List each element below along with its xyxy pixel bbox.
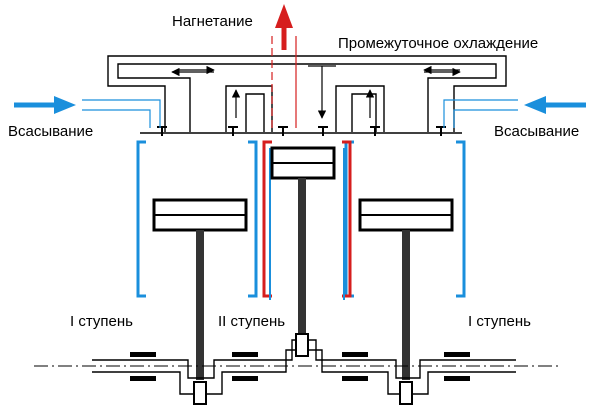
flow-arrows [171, 65, 461, 119]
crank-pins [193, 333, 413, 405]
suction-label-right: Всасывание [494, 123, 580, 140]
piston-center [270, 146, 336, 180]
cylinder-center-walls [262, 140, 352, 300]
discharge-pipe [271, 36, 297, 128]
stage-label-right: I ступень [468, 313, 531, 330]
main-bearings [130, 352, 470, 381]
piston-right [358, 198, 454, 232]
suction-label-left: Всасывание [8, 123, 94, 140]
stage-label-center: II ступень [218, 313, 286, 330]
intercooler-manifold [107, 55, 507, 132]
suction-pipe-right [443, 99, 518, 128]
discharge-arrow [275, 4, 293, 50]
cylinder-left-walls [136, 140, 258, 298]
suction-arrow-right [524, 96, 586, 114]
piston-left [152, 198, 248, 232]
intercooling-label: Промежуточное охлаждение [338, 35, 539, 52]
discharge-label: Нагнетание [172, 13, 253, 30]
connecting-rods [196, 178, 410, 380]
stage-label-left: I ступень [70, 313, 133, 330]
valves [157, 126, 446, 136]
suction-arrow-left [14, 96, 76, 114]
suction-pipe-left [82, 99, 161, 128]
